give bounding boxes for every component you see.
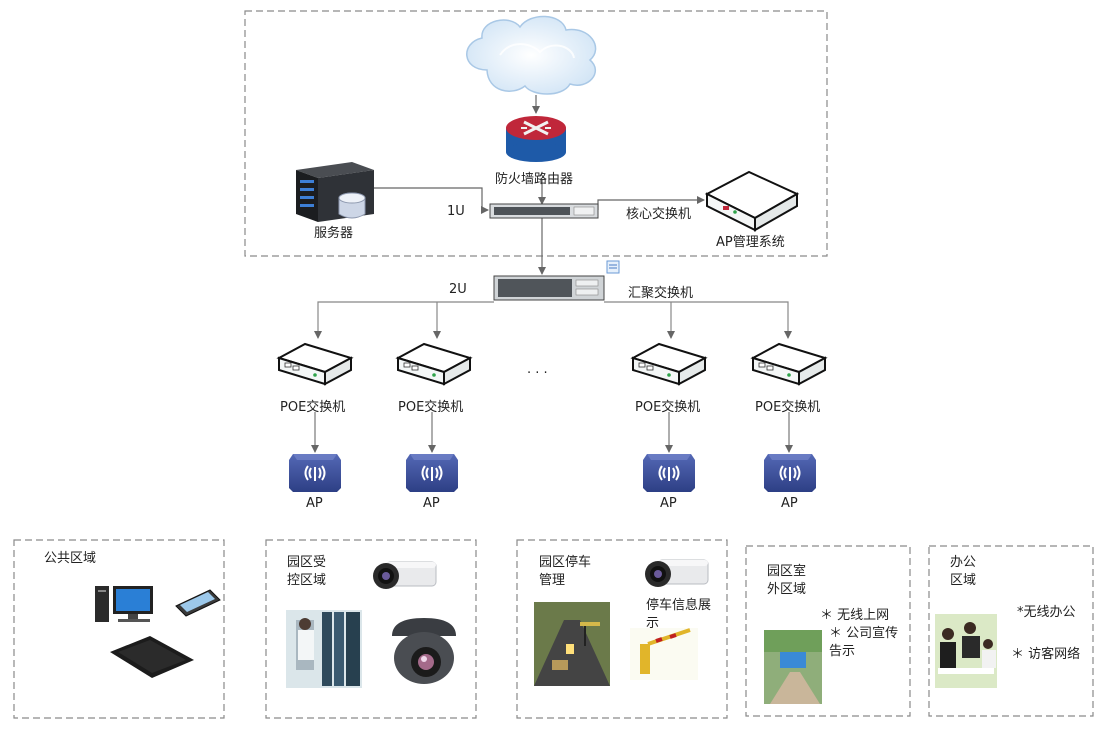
zone-parking-title: 园区停车 管理: [539, 555, 592, 588]
barrier-gate-photo: [630, 628, 698, 680]
zone-outdoor-title: 园区室 外区域: [767, 564, 807, 597]
switch-1u-label: 1U: [447, 204, 465, 219]
datacenter-photo: [286, 610, 362, 688]
firewall-router-icon: [506, 116, 566, 162]
poe-switch-3-label: POE交换机: [635, 400, 701, 415]
ap-3-icon: [642, 453, 696, 493]
office-meeting-photo: [935, 614, 997, 688]
zone-office-box: [928, 545, 1094, 717]
smartphone-icon: [175, 589, 221, 617]
poe-switch-1-icon: [278, 343, 352, 385]
zone-parking-note: 停车信息展 示: [646, 598, 712, 631]
switch-2u-label: 2U: [449, 282, 467, 297]
ap-mgmt-label: AP管理系统: [716, 235, 785, 250]
zone-outdoor-note-1: ＊ 无线上网: [820, 608, 890, 623]
poe-switch-1-label: POE交换机: [280, 400, 346, 415]
box-camera-icon: [372, 561, 437, 590]
zone-outdoor-note-2: ＊ 公司宣传 告示: [829, 626, 899, 659]
server-icon: [296, 162, 374, 222]
zone-public-title: 公共区域: [44, 551, 97, 566]
core-network-region: [244, 10, 828, 257]
core-switch-1u-icon: [489, 203, 599, 219]
ap-4-icon: [763, 453, 817, 493]
internet-cloud-icon: [466, 15, 597, 95]
outdoor-billboard-photo: [764, 630, 822, 704]
server-label: 服务器: [314, 226, 354, 241]
poe-switch-4-icon: [752, 343, 826, 385]
ap-2-icon: [405, 453, 459, 493]
desktop-computer-icon: [95, 586, 153, 622]
ap-management-system-icon: [704, 170, 800, 232]
poe-switch-3-icon: [632, 343, 706, 385]
zone-parking-box: [516, 539, 728, 719]
ellipsis-label: · · ·: [527, 366, 548, 381]
aggregation-switch-2u-icon: [493, 275, 605, 301]
zone-public-box: [13, 539, 225, 719]
zone-office-note-2: ＊ 访客网络: [1011, 647, 1081, 662]
poe-switch-2-label: POE交换机: [398, 400, 464, 415]
agg-switch-label: 汇聚交换机: [628, 286, 694, 301]
ap-2-label: AP: [423, 496, 440, 511]
link-agg-right-bus: [604, 301, 792, 339]
link-agg-left-bus: [314, 301, 494, 339]
zone-controlled-box: [265, 539, 477, 719]
parking-road-photo: [534, 602, 610, 686]
ap-1-icon: [288, 453, 342, 493]
dome-camera-icon: [392, 618, 456, 684]
ap-3-label: AP: [660, 496, 677, 511]
zone-office-note-1: *无线办公: [1017, 605, 1076, 620]
zone-outdoor-box: [745, 545, 911, 717]
firewall-router-label: 防火墙路由器: [495, 172, 574, 187]
ap-1-label: AP: [306, 496, 323, 511]
ap-4-label: AP: [781, 496, 798, 511]
small-blue-icon: [606, 260, 620, 274]
core-switch-label: 核心交换机: [626, 207, 692, 222]
poe-switch-4-label: POE交换机: [755, 400, 821, 415]
zone-office-title: 办公 区域: [950, 555, 977, 588]
zone-controlled-title: 园区受 控区域: [287, 555, 327, 588]
link-server-core-switch: [372, 187, 489, 214]
poe-switch-2-icon: [397, 343, 471, 385]
tablet-icon: [110, 636, 194, 678]
parking-camera-icon: [644, 559, 709, 588]
